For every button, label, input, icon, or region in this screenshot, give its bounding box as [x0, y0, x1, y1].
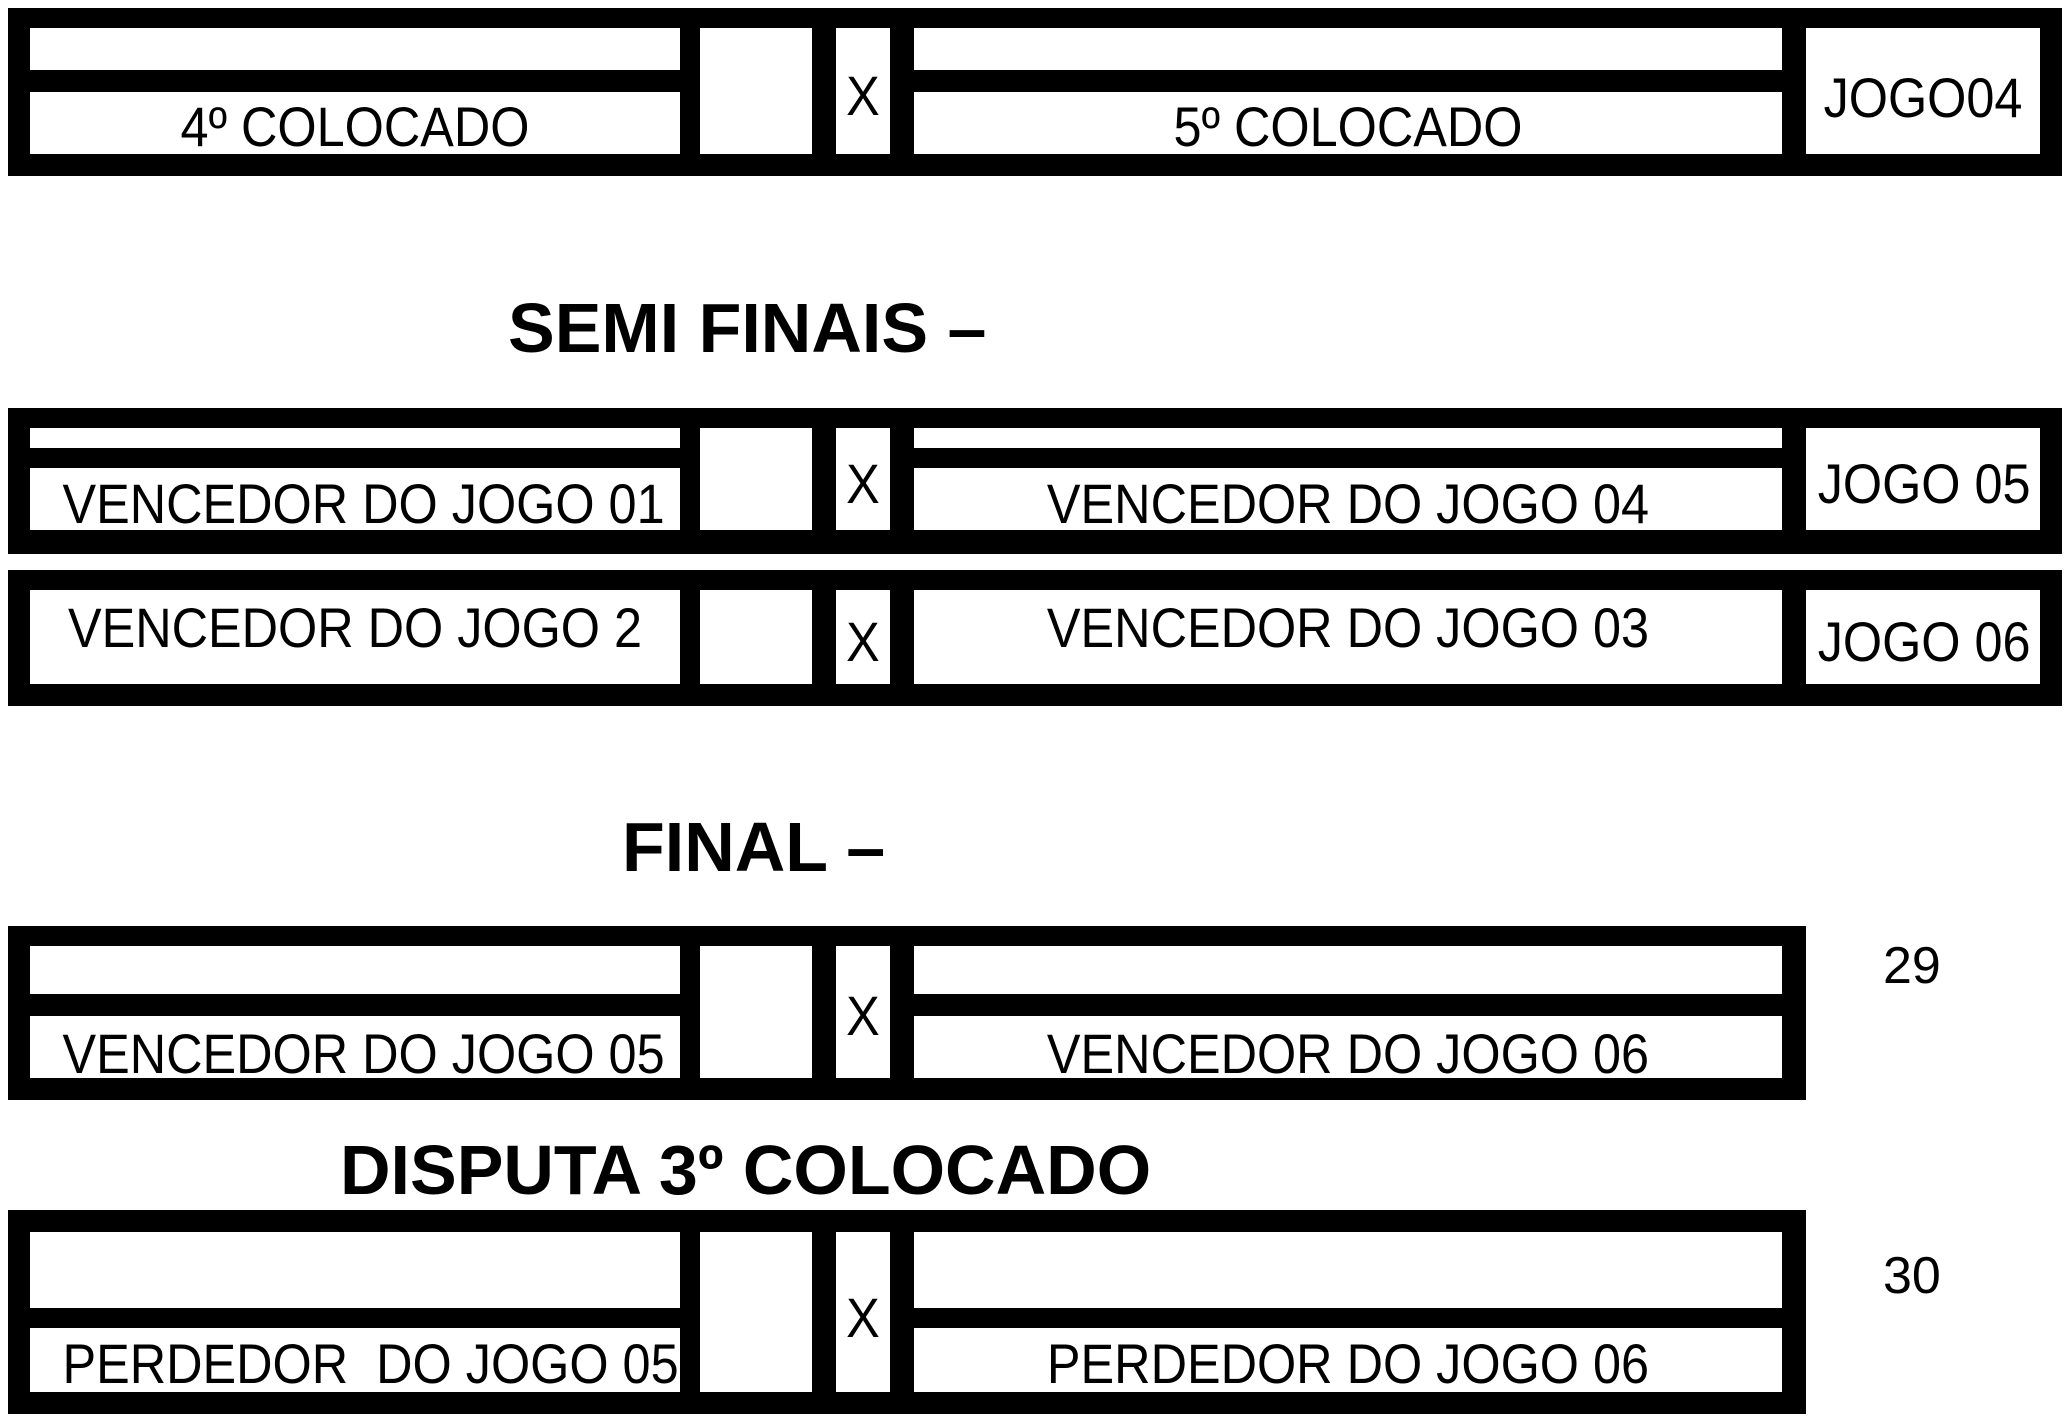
match-05-game-cell [1806, 428, 2040, 530]
semifinals-heading: SEMI FINAIS – [508, 289, 987, 367]
third-place-versus-cell [836, 1232, 890, 1392]
match-04-team-b: 5º COLOCADO [1173, 95, 1523, 158]
match-06-team-a-cell [30, 590, 680, 684]
match-06-team-b: VENCEDOR DO JOGO 03 [1046, 596, 1650, 659]
match-04-versus: X [846, 64, 880, 127]
final-team-b-top-cell [914, 946, 1782, 994]
third-place-versus: X [846, 1286, 880, 1349]
final-heading: FINAL – [622, 808, 886, 886]
match-05-versus: X [846, 452, 880, 515]
match-05-game-label: JOGO 05 [1817, 452, 2031, 515]
third-place-team-b-top-cell [914, 1232, 1782, 1308]
match-06-team-b-cell [914, 590, 1782, 684]
third-place-team-b-cell [914, 1328, 1782, 1392]
third-place-heading: DISPUTA 3º COLOCADO [340, 1131, 1152, 1209]
match-04-score-a-cell [700, 28, 812, 154]
match-05-team-b: VENCEDOR DO JOGO 04 [1046, 472, 1650, 535]
match-05-team-b-cell [914, 468, 1782, 530]
match-06-score-a-cell [700, 590, 812, 684]
third-place-team-b: PERDEDOR DO JOGO 06 [1046, 1332, 1650, 1395]
match-05-versus-cell [836, 428, 890, 530]
final-team-a: VENCEDOR DO JOGO 05 [62, 1022, 665, 1085]
match-05-team-a-cell [30, 468, 680, 530]
final-versus-cell [836, 946, 890, 1078]
match-05-score-a-cell [700, 428, 812, 530]
third-place-number: 30 [1883, 1247, 1941, 1305]
match-06-game-cell [1806, 590, 2040, 684]
match-04-team-a: 4º COLOCADO [180, 95, 530, 158]
final-score-a-cell [700, 946, 812, 1078]
final-versus: X [846, 984, 880, 1047]
third-place-score-a-cell [700, 1232, 812, 1392]
third-place-team-a-cell [30, 1328, 680, 1392]
match-04-team-b-top-cell [914, 28, 1782, 70]
match-04-game-label: JOGO04 [1823, 66, 2023, 129]
match-04-game-cell [1806, 28, 2040, 154]
match-04-versus-cell [836, 28, 890, 154]
match-04-team-b-cell [914, 92, 1782, 154]
match-06-versus-cell [836, 590, 890, 684]
final-team-b-cell [914, 1016, 1782, 1078]
match-06-game-label: JOGO 06 [1817, 610, 2031, 673]
match-04-team-a-top-cell [30, 28, 680, 70]
match-05-team-a: VENCEDOR DO JOGO 01 [62, 472, 665, 535]
match-06-versus: X [846, 610, 880, 673]
third-place-team-a-top-cell [30, 1232, 680, 1308]
match-06-team-a: VENCEDOR DO JOGO 2 [67, 596, 643, 659]
final-team-a-top-cell [30, 946, 680, 994]
final-team-b: VENCEDOR DO JOGO 06 [1046, 1022, 1650, 1085]
match-05-team-a-top-cell [30, 428, 680, 448]
final-team-a-cell [30, 1016, 680, 1078]
match-05-team-b-top-cell [914, 428, 1782, 448]
match-04-team-a-cell [30, 92, 680, 154]
third-place-team-a: PERDEDOR DO JOGO 05 [62, 1332, 679, 1395]
final-number: 29 [1883, 937, 1941, 995]
